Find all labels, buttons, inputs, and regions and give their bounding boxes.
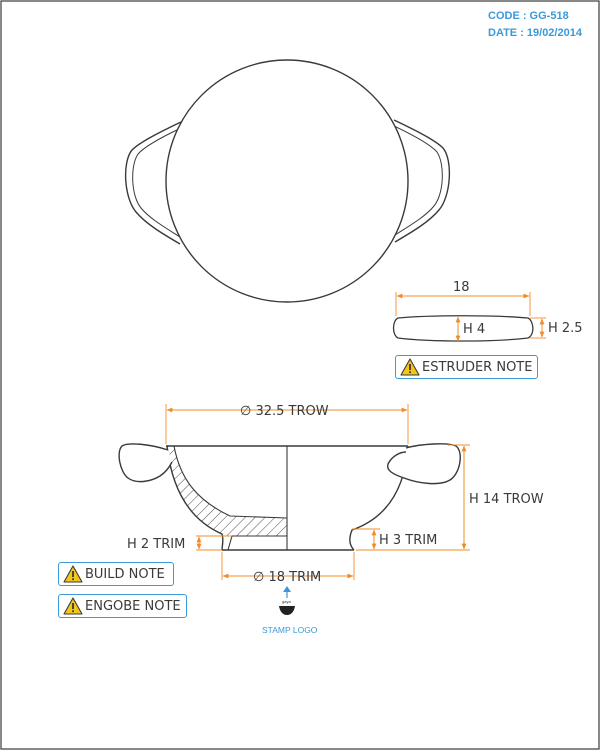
wall-section-hatch <box>167 446 287 536</box>
section-left-handle <box>118 443 173 483</box>
drawing-date: DATE : 19/02/2014 <box>488 27 583 39</box>
drawing-code: CODE : GG-518 <box>488 10 569 22</box>
handle-profile-shape <box>392 315 534 342</box>
top-view-left-handle <box>124 121 182 245</box>
stamp-pointer-arrow <box>283 586 291 592</box>
top-view-right-handle <box>393 119 451 243</box>
section-right-handle <box>386 443 461 485</box>
warning-icon <box>63 565 83 583</box>
top-view-bowl <box>165 59 409 303</box>
warning-icon <box>63 597 83 615</box>
estruder-note-button[interactable]: ESTRUDER NOTE <box>395 355 538 379</box>
estruder-note-label: ESTRUDER NOTE <box>422 359 533 375</box>
engobe-note-label: ENGOBE NOTE <box>85 598 181 614</box>
stamp-logo-mark <box>279 606 295 615</box>
total-height-label: H 14 TROW <box>469 492 544 507</box>
handle-height-label: H 4 <box>463 322 485 337</box>
warning-icon <box>400 358 420 376</box>
build-note-button[interactable]: BUILD NOTE <box>58 562 174 586</box>
section-view: ∅ 32.5 TROW H 14 <box>118 404 544 585</box>
build-note-label: BUILD NOTE <box>85 566 165 582</box>
stamp-logo: gaya STAMP LOGO <box>262 586 318 635</box>
engobe-note-button[interactable]: ENGOBE NOTE <box>58 594 187 618</box>
handle-length-label: 18 <box>453 280 470 295</box>
stamp-logo-label: STAMP LOGO <box>262 625 318 635</box>
handle-edge-height-label: H 2.5 <box>548 321 583 336</box>
top-view <box>124 59 451 303</box>
rim-diameter-label: ∅ 32.5 TROW <box>240 404 329 419</box>
handle-profile-detail: 18 H 4 H 2.5 <box>392 280 583 342</box>
foot-diameter-label: ∅ 18 TRIM <box>253 570 321 585</box>
inner-foot-height-label: H 2 TRIM <box>127 537 185 552</box>
foot-height-label: H 3 TRIM <box>379 533 437 548</box>
stamp-logo-text: gaya <box>282 599 291 604</box>
